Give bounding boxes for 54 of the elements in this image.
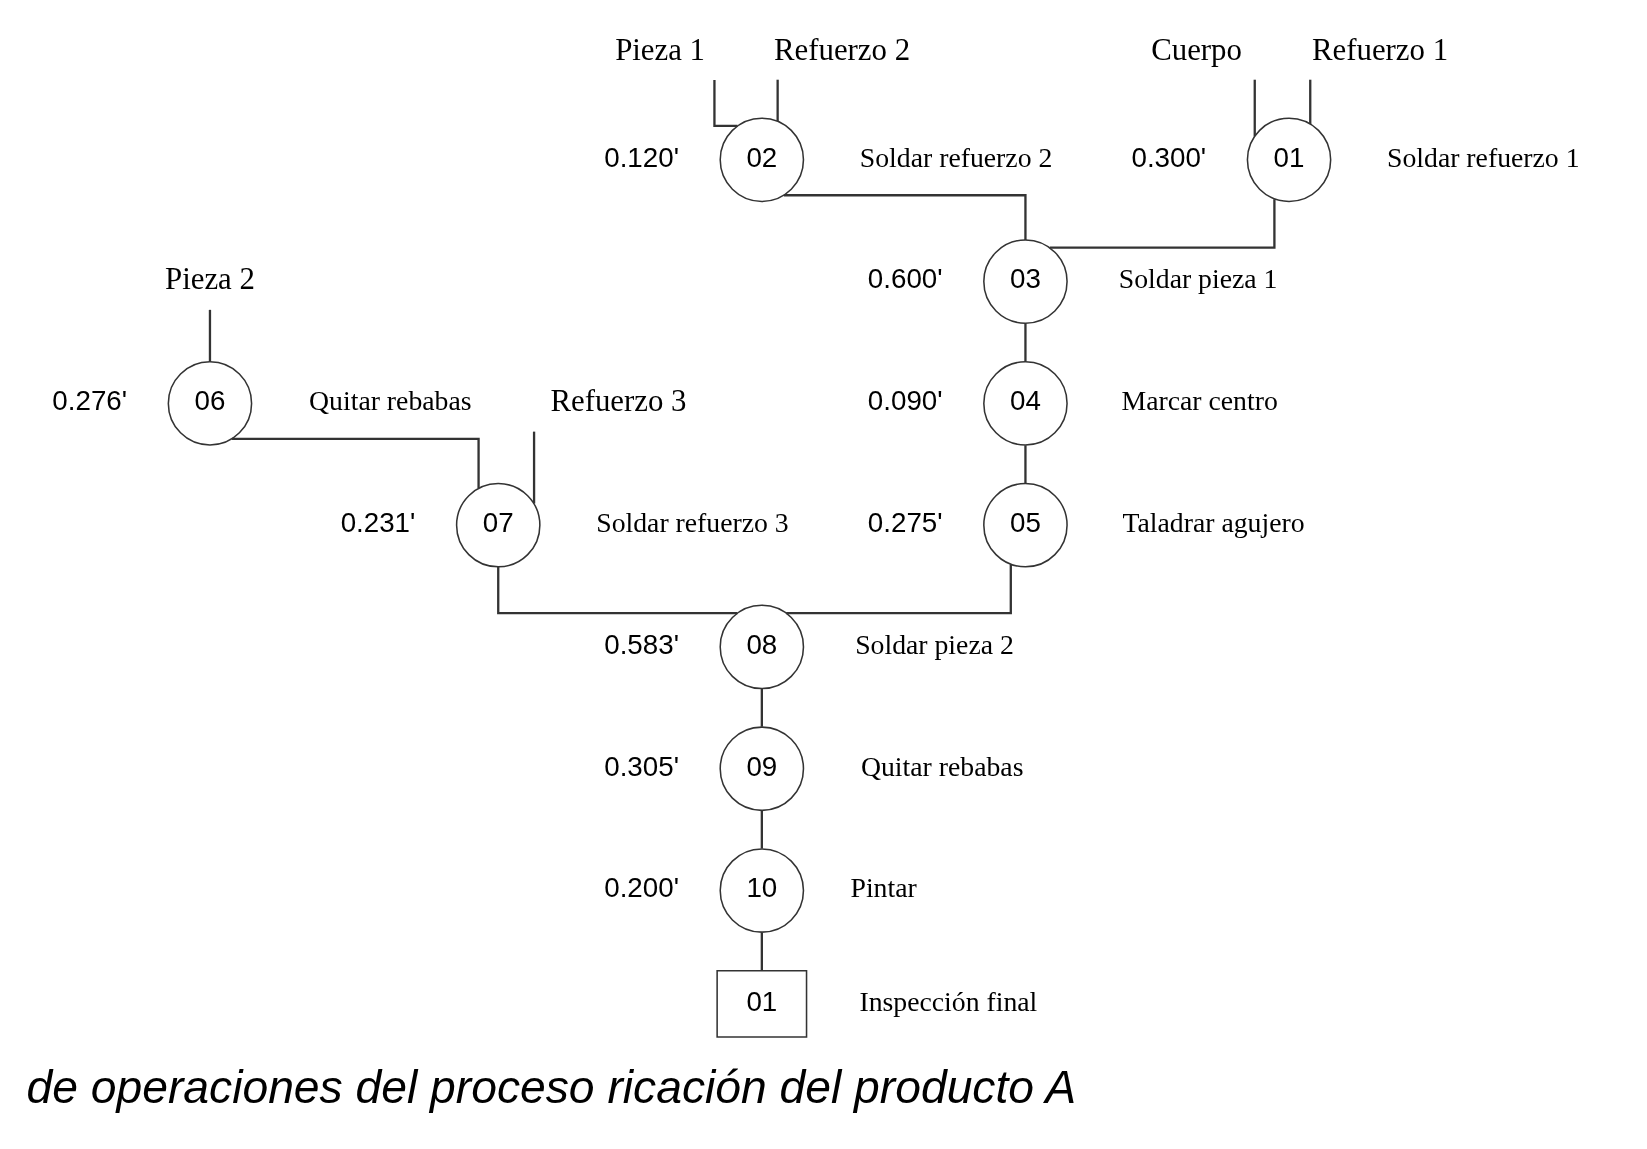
connector xyxy=(231,437,480,489)
node-label: 0.305' xyxy=(604,750,679,782)
node-label: 0.583' xyxy=(604,628,679,660)
connector xyxy=(497,567,738,615)
node-text: Pieza 1 xyxy=(615,32,706,67)
node-label: Marcar centro xyxy=(1121,385,1278,417)
node-circle: 04 xyxy=(983,361,1068,446)
node-label: Pintar xyxy=(850,872,917,904)
node-circle: 01 xyxy=(1246,117,1332,203)
connector xyxy=(786,564,1012,615)
connector xyxy=(783,194,1027,240)
node-label: Soldar refuerzo 2 xyxy=(859,141,1053,173)
node-label: 0.120' xyxy=(604,141,679,173)
node-label: Inspección final xyxy=(859,985,1038,1017)
connector xyxy=(1024,445,1027,484)
connector xyxy=(760,932,763,971)
node-label: Quitar rebabas xyxy=(860,750,1024,782)
node-text: Refuerzo 2 xyxy=(773,32,911,67)
node-label: 0.275' xyxy=(867,506,943,538)
node-label: 0.090' xyxy=(867,385,943,417)
node-label: Quitar rebabas xyxy=(309,385,472,417)
node-label: 0.231' xyxy=(340,506,416,538)
node-circle: 07 xyxy=(455,482,541,568)
node-label: 0.300' xyxy=(1131,141,1207,173)
connector xyxy=(208,309,212,362)
node-circle: 08 xyxy=(719,604,805,690)
connector xyxy=(776,79,779,122)
node-text: Cuerpo xyxy=(1151,32,1242,67)
node-label: 0.600' xyxy=(867,263,943,295)
connector xyxy=(760,688,763,727)
connector xyxy=(1309,79,1312,124)
node-box: 01 xyxy=(716,969,808,1038)
connector xyxy=(1024,323,1027,362)
node-circle: 05 xyxy=(983,482,1068,568)
node-circle: 10 xyxy=(719,848,805,933)
node-label: Soldar refuerzo 3 xyxy=(596,506,789,538)
node-label: Soldar pieza 1 xyxy=(1118,263,1278,295)
node-text: Pieza 2 xyxy=(165,262,255,297)
node-label: Soldar pieza 2 xyxy=(855,628,1014,660)
node-circle: 03 xyxy=(983,239,1068,324)
node-text: Refuerzo 1 xyxy=(1311,32,1449,67)
node-label: 0.276' xyxy=(52,385,128,417)
node-circle: 06 xyxy=(167,361,253,446)
connector xyxy=(1049,199,1276,249)
node-label: Taladrar agujero xyxy=(1122,506,1305,538)
node-label: Soldar refuerzo 1 xyxy=(1387,141,1580,173)
node-circle: 02 xyxy=(719,117,805,203)
node-text: Refuerzo 3 xyxy=(550,384,687,419)
caption: de operaciones del proceso ricación del producto A xyxy=(26,1061,1076,1114)
node-circle: 09 xyxy=(719,726,805,812)
connector xyxy=(532,431,536,504)
node-label: 0.200' xyxy=(604,872,679,904)
connector xyxy=(760,810,763,849)
connector xyxy=(1253,79,1256,137)
